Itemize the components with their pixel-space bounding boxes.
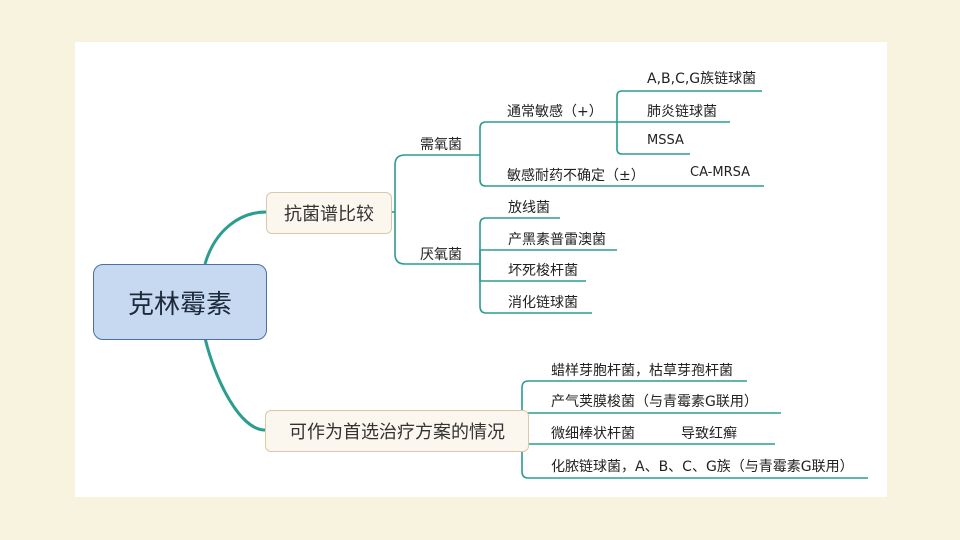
node-pneumococcus[interactable]: 肺炎链球菌 <box>647 104 717 120</box>
node-actinomyces[interactable]: 放线菌 <box>508 200 550 216</box>
node-abcg-streptococcus[interactable]: A,B,C,G族链球菌 <box>647 71 757 87</box>
node-erythrasma-note[interactable]: 导致红癣 <box>681 426 737 442</box>
node-mssa[interactable]: MSSA <box>647 133 684 148</box>
node-fusobacterium-necrophorum[interactable]: 坏死梭杆菌 <box>508 263 578 279</box>
node-ca-mrsa[interactable]: CA-MRSA <box>690 165 751 180</box>
node-peptostreptococcus[interactable]: 消化链球菌 <box>508 295 578 311</box>
node-uncertain[interactable]: 敏感耐药不确定（±） <box>507 168 645 184</box>
branch-first-choice[interactable]: 可作为首选治疗方案的情况 <box>265 410 529 452</box>
node-usually-sensitive[interactable]: 通常敏感（+） <box>507 104 603 120</box>
root-node-clindamycin[interactable]: 克林霉素 <box>93 264 267 340</box>
node-bacillus[interactable]: 蜡样芽胞杆菌，枯草芽孢杆菌 <box>551 363 733 379</box>
node-anaerobic[interactable]: 厌氧菌 <box>420 247 462 263</box>
branch-spectrum-comparison[interactable]: 抗菌谱比较 <box>266 192 392 234</box>
node-clostridium-perfringens[interactable]: 产气荚膜梭菌（与青霉素G联用） <box>551 394 758 410</box>
node-prevotella-melaninogenica[interactable]: 产黑素普雷澳菌 <box>508 232 606 248</box>
node-corynebacterium-minutissimum[interactable]: 微细棒状杆菌 <box>551 426 635 442</box>
node-streptococcus-pyogenes[interactable]: 化脓链球菌，A、B、C、G族（与青霉素G联用） <box>551 459 854 475</box>
node-aerobic[interactable]: 需氧菌 <box>420 137 462 153</box>
